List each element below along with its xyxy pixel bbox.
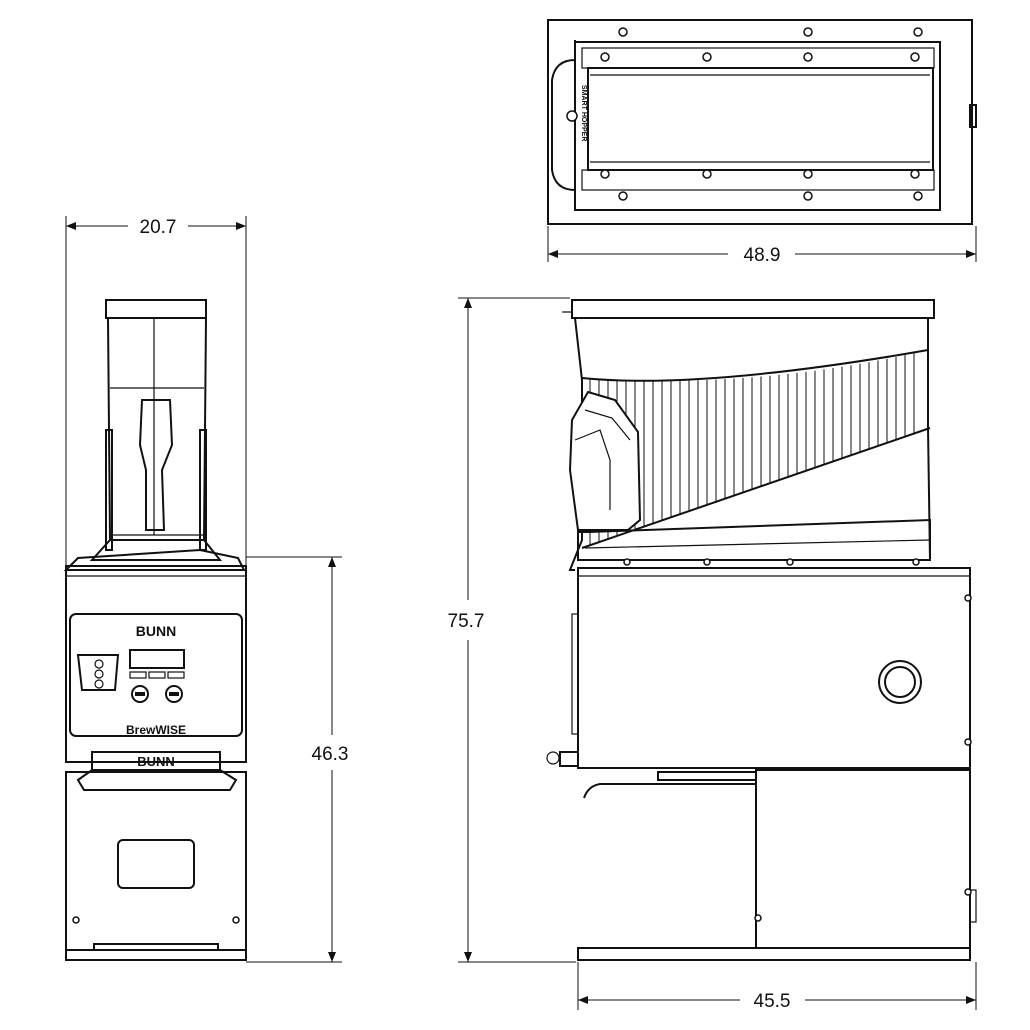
- dim-total-height: 75.7: [448, 297, 576, 963]
- side-spout: [583, 783, 756, 799]
- dim-base-height: 46.3: [246, 556, 349, 963]
- front-control-panel: [69, 613, 243, 737]
- top-view-rail-bottom: [581, 169, 935, 191]
- top-view-outline: [547, 19, 973, 225]
- front-hopper-handle: [138, 399, 174, 531]
- dim-front-width: 20.7: [65, 216, 247, 566]
- top-view-hopper-handle: [551, 40, 576, 210]
- hopper-label: SMART HOPPER: [580, 85, 587, 141]
- front-brand-label: BUNN: [136, 623, 176, 639]
- side-switch-outer: [878, 660, 922, 704]
- top-view: SMART HOPPER: [547, 19, 977, 225]
- side-body: [577, 567, 971, 769]
- side-switch-inner: [884, 666, 916, 698]
- front-view: BUNN BrewWISE BUNN: [63, 299, 247, 961]
- dim-top-width: 48.9: [547, 226, 977, 266]
- side-hopper-slope: [581, 427, 931, 549]
- brewwise-label: BrewWISE: [126, 723, 186, 737]
- front-cup-icon: [76, 654, 120, 691]
- dim-side-depth-label: 45.5: [754, 991, 791, 1012]
- side-lower-body: [755, 769, 971, 949]
- dim-front-width-label: 20.7: [140, 217, 177, 238]
- side-hopper-handle: [568, 390, 642, 531]
- front-hopper-body: [107, 317, 207, 541]
- front-lower-body: [65, 771, 247, 961]
- top-view-connector: [969, 104, 977, 128]
- top-view-handle-screw: [566, 110, 578, 122]
- front-button-left: [131, 685, 149, 703]
- top-view-hopper-body: [574, 41, 941, 211]
- dim-base-height-label: 46.3: [312, 744, 349, 765]
- dim-total-height-label: 75.7: [448, 611, 485, 632]
- side-hopper-lid: [571, 299, 935, 319]
- top-view-lid: [587, 67, 934, 171]
- side-hopper-curve: [581, 349, 929, 382]
- top-view-rail-top: [581, 47, 935, 69]
- front-button-right: [165, 685, 183, 703]
- dim-side-depth: 45.5: [577, 962, 977, 1012]
- side-base: [577, 947, 971, 961]
- front-display: [129, 649, 185, 669]
- side-view: [546, 299, 977, 961]
- top-view-screws: [600, 27, 923, 201]
- side-spout-knob: [559, 751, 579, 767]
- dim-top-width-label: 48.9: [744, 245, 781, 266]
- front-lower-brand: BUNN: [137, 754, 175, 769]
- front-body: [65, 565, 247, 763]
- front-window: [117, 839, 195, 889]
- front-hopper-lid: [105, 299, 207, 319]
